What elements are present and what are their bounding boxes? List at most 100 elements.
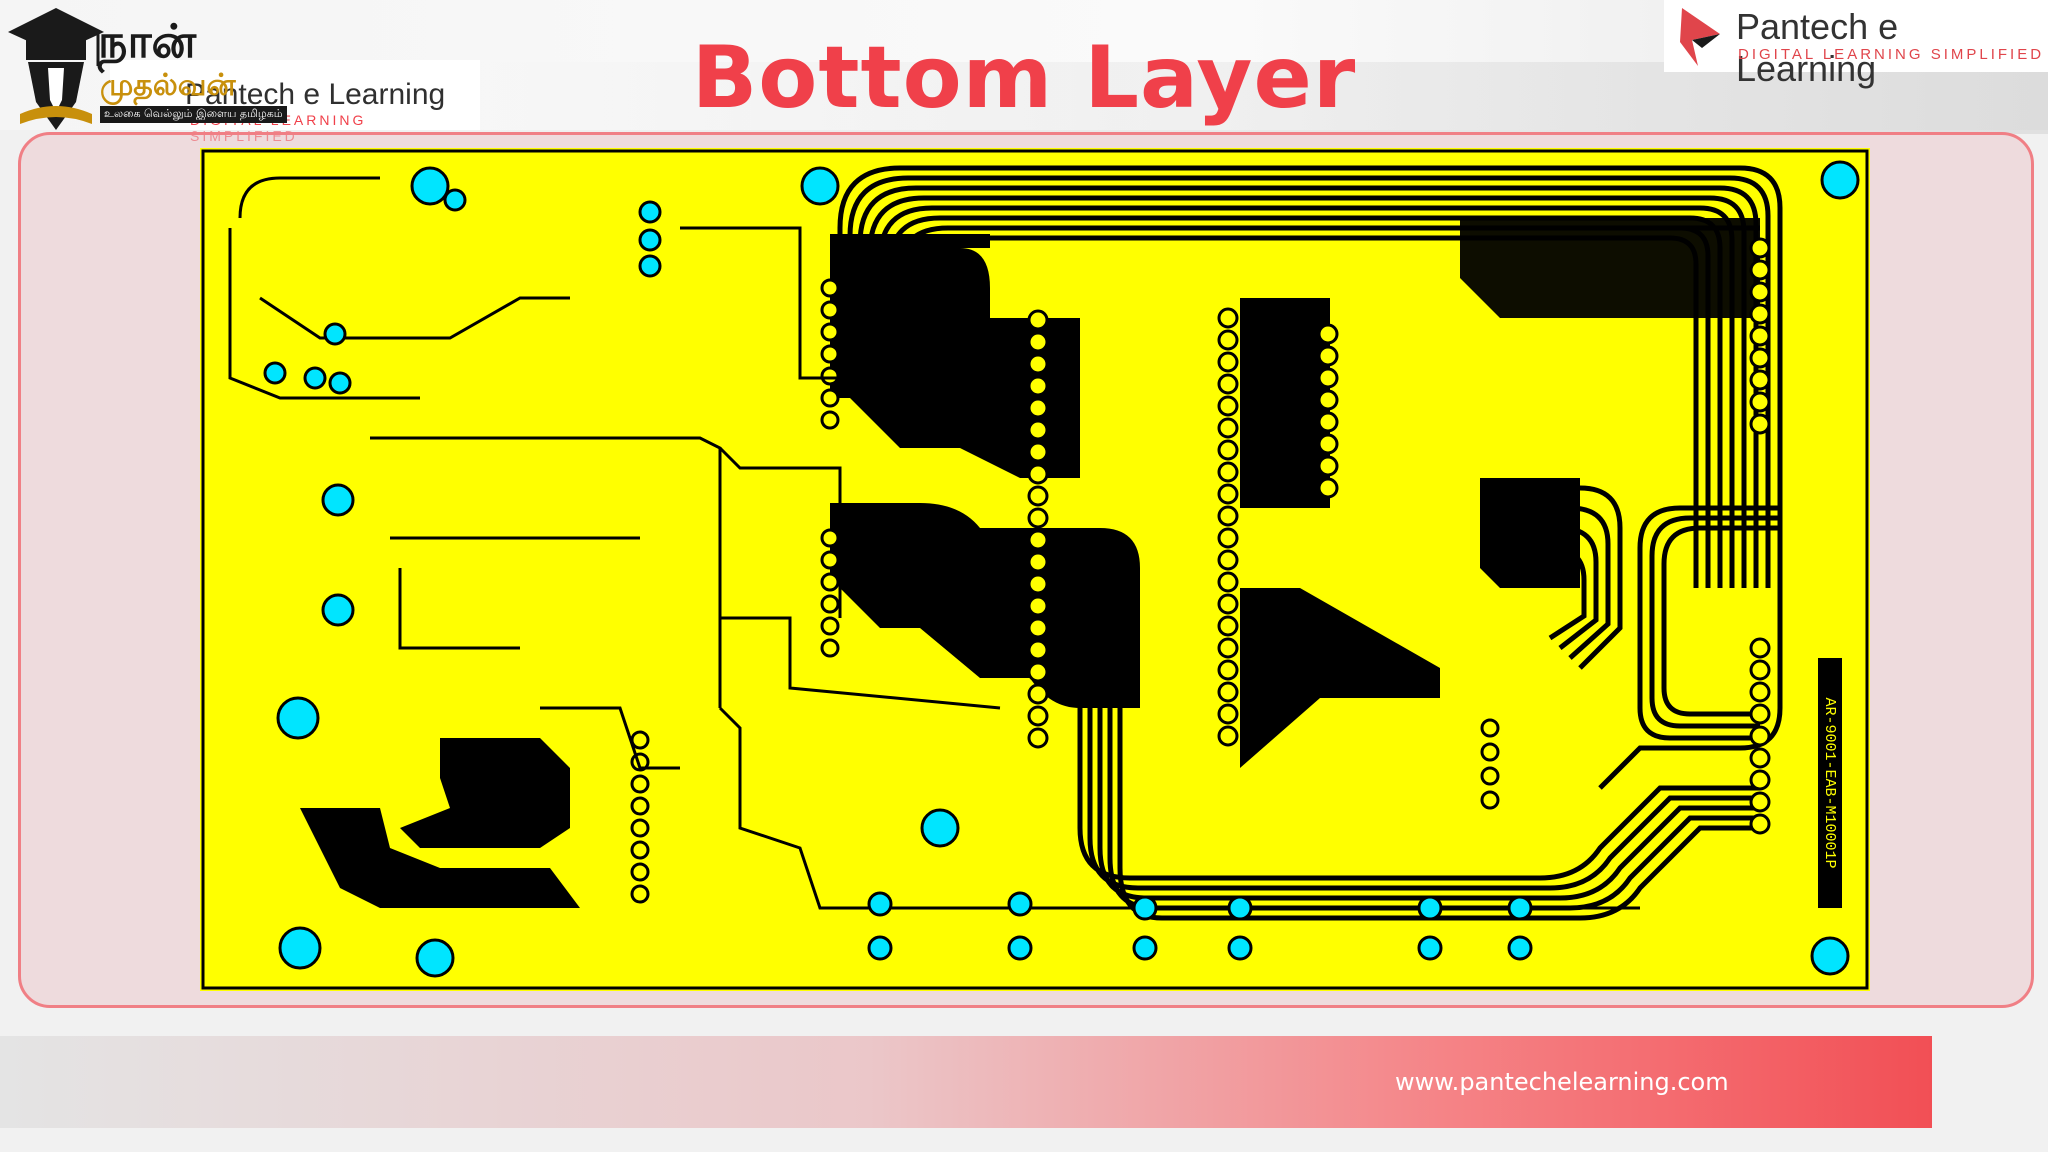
pcb-pad [263,361,287,385]
pcb-pad [1810,936,1850,976]
pcb-pad [1749,413,1771,435]
pcb-pad [278,926,322,970]
pcb-pad [820,638,840,658]
pcb-pad [1027,485,1049,507]
pcb-pad [1027,683,1049,705]
pcb-pad [630,862,650,882]
pcb-pad [1417,895,1443,921]
pcb-pad [1027,705,1049,727]
pcb-pad [1217,505,1239,527]
pcb-pad [321,483,355,517]
footer-url[interactable]: www.pantechelearning.com [1395,1068,1729,1096]
pcb-pad [630,730,650,750]
pcb-pad [1027,639,1049,661]
pcb-pad [410,166,450,206]
pcb-pad [1317,323,1339,345]
pcb-pad [630,818,650,838]
pcb-pad [1217,329,1239,351]
pantech-brand-text: Pantech e Learning [185,78,446,111]
pcb-pad [630,884,650,904]
pcb-pad [443,188,467,212]
pantech-brand-tagline: DIGITAL LEARNING SIMPLIFIED [1738,46,2045,63]
pcb-pad [1217,615,1239,637]
pcb-pad [638,200,662,224]
pcb-pad [1749,791,1771,813]
pcb-pad [1027,595,1049,617]
graduation-cap-icon [8,8,104,130]
pcb-pad [1749,259,1771,281]
pcb-pad [820,344,840,364]
pcb-pad [630,840,650,860]
pcb-pad [1749,303,1771,325]
pcb-pad [1317,477,1339,499]
pcb-pad [820,528,840,548]
logo-tamil-line2: முதல்வன் [100,68,236,103]
pcb-pad [820,322,840,342]
pcb-pad [276,696,320,740]
pcb-pad [1027,463,1049,485]
pcb-pad [328,371,352,395]
header-shade [470,62,2048,134]
pcb-pad [1749,681,1771,703]
pcb-pad [1317,345,1339,367]
pcb-pad [820,616,840,636]
pcb-pad [1749,347,1771,369]
pcb-pad [1317,389,1339,411]
pcb-pad [1749,281,1771,303]
pcb-pad [638,254,662,278]
pcb-pad [1027,441,1049,463]
footer-bar [0,1036,1932,1128]
pcb-pad [1749,703,1771,725]
pcb-artwork: AR-9001-EAB-M10001P [200,148,1870,991]
pcb-pad [1749,391,1771,413]
logo-tamil-line1: நான் [98,14,197,68]
pcb-pad [800,166,840,206]
pcb-pad [1480,742,1500,762]
pcb-pad [1217,461,1239,483]
pcb-pad [1217,571,1239,593]
pcb-pad [1007,891,1033,917]
pcb-pad [1217,395,1239,417]
pcb-pad [1027,309,1049,331]
pcb-pad [820,366,840,386]
pcb-pad [1480,790,1500,810]
pcb-pad [1317,367,1339,389]
pcb-pad [820,410,840,430]
svg-text:AR-9001-EAB-M10001P: AR-9001-EAB-M10001P [1821,697,1838,868]
pcb-pad [1007,935,1033,961]
pcb-pad [1217,439,1239,461]
logo-tamil-tagline: உலகை வெல்லும் இளைய தமிழகம் [100,106,287,123]
pcb-pad [1227,895,1253,921]
pcb-pad [1749,747,1771,769]
pcb-pad [1749,659,1771,681]
pcb-pad [323,322,347,346]
pcb-pad [1317,433,1339,455]
slide-title: Bottom Layer [691,28,1357,128]
pcb-pad [1227,935,1253,961]
pcb-pad [1027,331,1049,353]
pcb-pad [1217,549,1239,571]
pcb-pad [1132,895,1158,921]
pcb-pad [1749,637,1771,659]
pcb-pad [1027,353,1049,375]
pcb-pad [1480,766,1500,786]
pcb-pad [1217,681,1239,703]
pcb-pad [1507,935,1533,961]
pcb-pad [638,228,662,252]
pantech-logo-icon [1680,8,1720,66]
pcb-pad [820,550,840,570]
pcb-pad [1027,573,1049,595]
pcb-pad [1027,507,1049,529]
pcb-pad [1027,551,1049,573]
pcb-bottom-layer-image: AR-9001-EAB-M10001P [200,148,1870,991]
pcb-pad [1217,373,1239,395]
pcb-pad [1217,417,1239,439]
pcb-pad [1217,637,1239,659]
pcb-pad [1132,935,1158,961]
pcb-pad [820,300,840,320]
pcb-pad [321,593,355,627]
pcb-pad [1027,419,1049,441]
pcb-pad [1317,455,1339,477]
pcb-pad [820,572,840,592]
pcb-pad [1027,661,1049,683]
